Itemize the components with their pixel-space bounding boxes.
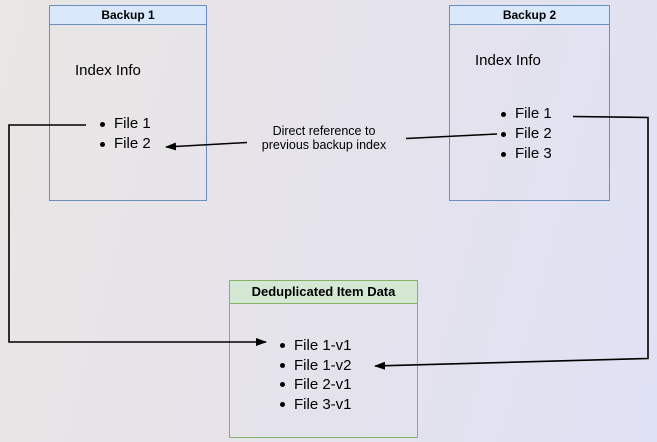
list-item: File 3-v1 [280, 395, 352, 413]
list-item: File 2-v1 [280, 376, 352, 393]
backup-2-index-info-label: Index Info [475, 52, 541, 69]
list-item: File 1-v2 [280, 356, 352, 374]
node-deduplicated-item-data: Deduplicated Item Data File 1-v1 File 1-… [229, 280, 418, 438]
backup-1-file-list: File 1 File 2 [100, 114, 151, 154]
node-backup-2: Backup 2 Index Info File 1 File 2 File 3 [449, 5, 610, 201]
node-backup-2-title: Backup 2 [450, 6, 609, 25]
list-item: File 1 [100, 115, 151, 132]
node-backup-1-title: Backup 1 [50, 6, 206, 25]
list-item: File 2 [501, 125, 552, 142]
node-backup-1: Backup 1 Index Info File 1 File 2 [49, 5, 207, 201]
list-item: File 2 [100, 135, 151, 152]
backup-2-file-list: File 1 File 2 File 3 [501, 104, 552, 164]
edge-label-direct-reference: Direct reference to previous backup inde… [262, 124, 386, 152]
edge-label-line-1: Direct reference to [272, 124, 376, 138]
dedup-file-list: File 1-v1 File 1-v2 File 2-v1 File 3-v1 [280, 336, 352, 414]
list-item: File 1-v1 [280, 337, 352, 354]
list-item: File 1 [501, 105, 552, 122]
backup-1-index-info-label: Index Info [75, 62, 141, 79]
list-item: File 3 [501, 145, 552, 162]
node-deduplicated-item-data-title: Deduplicated Item Data [230, 281, 417, 304]
edge-label-line-2: previous backup index [261, 138, 387, 152]
